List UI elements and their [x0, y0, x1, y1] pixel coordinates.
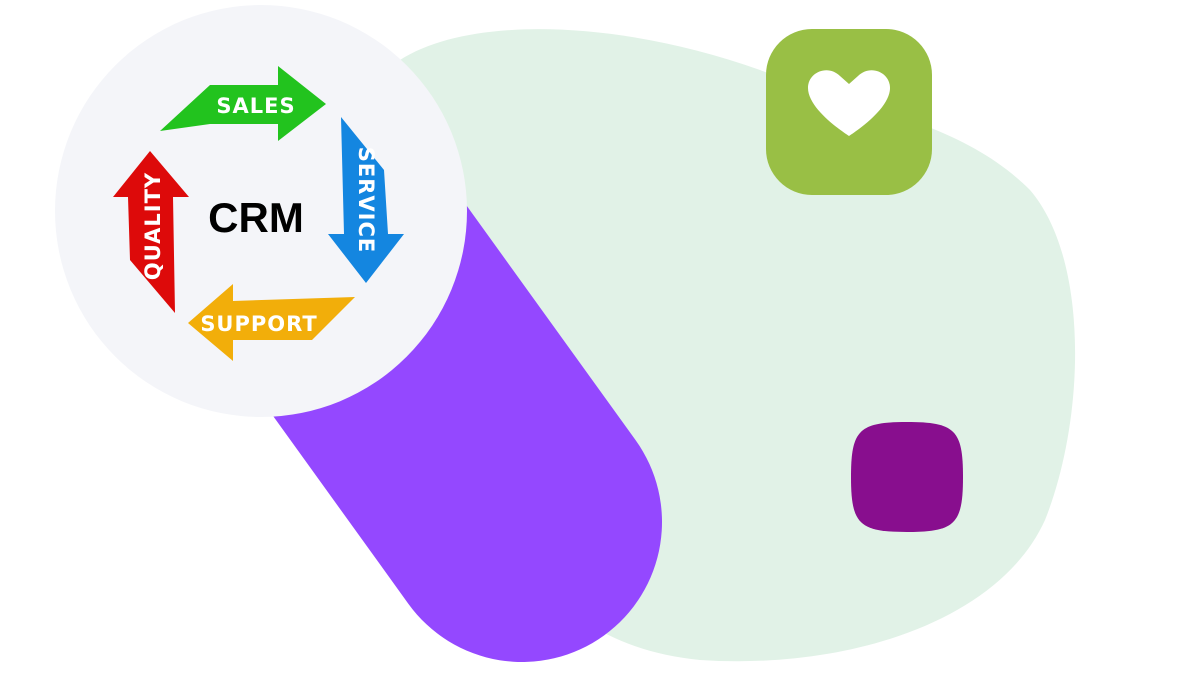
- support-arrow: SUPPORT: [188, 284, 355, 361]
- sales-label: SALES: [216, 94, 295, 118]
- service-arrow: SERVICE: [328, 117, 404, 283]
- service-label: SERVICE: [354, 147, 378, 253]
- crm-circle: [55, 5, 467, 417]
- sales-arrow: SALES: [160, 66, 326, 141]
- quality-label: QUALITY: [141, 172, 165, 280]
- crm-label: CRM: [208, 194, 304, 241]
- heart-icon: [808, 70, 890, 136]
- support-label: SUPPORT: [200, 312, 317, 336]
- purple-tile: [851, 422, 963, 532]
- quality-arrow: QUALITY: [113, 151, 189, 313]
